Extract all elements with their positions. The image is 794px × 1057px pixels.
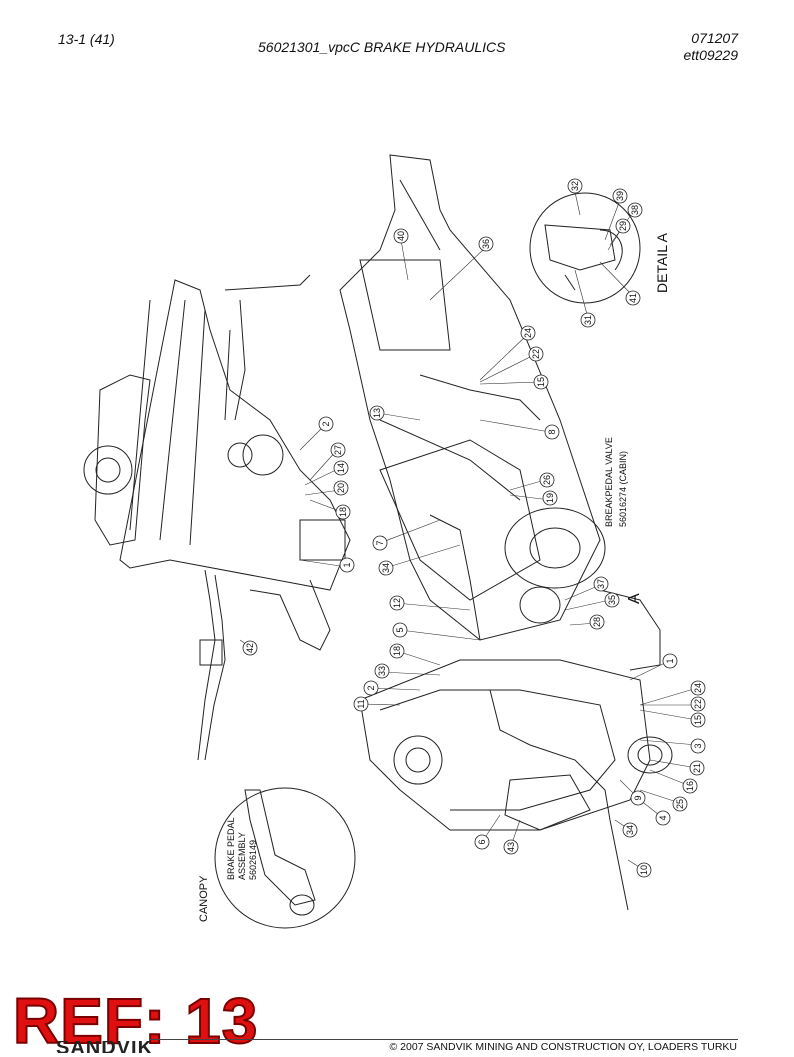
callout: 25	[675, 799, 685, 809]
centre-frame-inner	[379, 179, 521, 501]
callout: 18	[338, 507, 348, 517]
brake-pedal-assembly: ASSEMBLY	[237, 832, 247, 880]
callout: 21	[692, 763, 702, 773]
callout: 6	[477, 839, 487, 844]
callout: 11	[356, 699, 366, 708]
articulation-plate	[359, 259, 451, 351]
callout: 4	[658, 815, 668, 820]
callout: 26	[542, 475, 552, 485]
callout: 24	[523, 328, 533, 338]
rear-frame-outline	[359, 659, 651, 831]
callout: 1	[665, 658, 675, 663]
callout: 42	[245, 643, 255, 653]
callout: 2	[366, 685, 376, 690]
callout: 38	[630, 205, 640, 215]
callout: 29	[618, 221, 628, 231]
callout: 14	[336, 463, 346, 473]
callout: 10	[639, 865, 649, 875]
brand-logo: SANDVIK	[56, 1041, 154, 1053]
rear-hose	[489, 689, 629, 911]
callout: 40	[396, 231, 406, 241]
callout: 7	[375, 540, 385, 545]
centre-beam	[379, 439, 541, 601]
rear-frame-inner	[379, 689, 616, 811]
callout: 27	[333, 445, 343, 455]
front-bracket	[299, 519, 346, 561]
pedal-block	[199, 639, 223, 666]
callout: 20	[336, 483, 346, 493]
callout: 22	[531, 349, 541, 359]
callout: 16	[685, 781, 695, 791]
callout: 39	[615, 191, 625, 201]
callout: 34	[625, 825, 635, 835]
detail-a-circle	[529, 192, 641, 304]
callout: 37	[596, 579, 606, 589]
callout: 18	[392, 646, 402, 656]
callout: 22	[693, 699, 703, 709]
callout: 34	[381, 563, 391, 573]
callout: 1	[342, 562, 352, 567]
centre-hose	[419, 374, 541, 641]
drawing-code: ett09229	[683, 47, 739, 63]
centre-hub	[504, 507, 606, 589]
ref-banner: REF: 13	[12, 985, 259, 1057]
front-hub	[83, 445, 133, 495]
copyright: © 2007 SANDVIK MINING AND CONSTRUCTION O…	[389, 1041, 737, 1053]
callout: 32	[570, 181, 580, 191]
front-frame-inner	[129, 299, 206, 546]
callout: 15	[693, 715, 703, 725]
callout: 12	[392, 598, 402, 608]
callout: 36	[481, 239, 491, 249]
rear-hub	[393, 735, 443, 785]
breakpedal-valve-partno: 56016274 (CABIN)	[618, 451, 628, 527]
callout: 15	[536, 377, 546, 387]
canopy-pedal	[244, 789, 316, 906]
footer-divider	[150, 1039, 738, 1040]
callout: 9	[633, 795, 643, 800]
callout: 19	[545, 493, 555, 503]
callout: 13	[372, 408, 382, 418]
callout: 41	[628, 293, 638, 303]
callout: 35	[607, 595, 617, 605]
pedal-line-2	[204, 574, 226, 761]
date-code: 071207	[691, 30, 738, 46]
page-number: 13-1 (41)	[58, 31, 115, 47]
rear-pump	[504, 774, 591, 831]
callout: 2	[321, 421, 331, 426]
breakpedal-valve-label: BREAKPEDAL VALVE	[604, 437, 614, 527]
callout: 5	[395, 627, 405, 632]
callout: 33	[377, 666, 387, 676]
callout: 31	[583, 315, 593, 325]
callout: 43	[506, 842, 516, 852]
callout: 24	[693, 683, 703, 693]
front-axle-block	[94, 374, 151, 546]
brake-pedal-label: BRAKE PEDAL	[226, 817, 236, 880]
front-hose-run	[224, 274, 311, 421]
brake-pedal-partno: 56026149	[248, 840, 258, 880]
pedal-mount	[249, 579, 331, 651]
callout: 3	[693, 743, 703, 748]
canopy-label: CANOPY	[198, 875, 210, 922]
front-frame-outline	[119, 279, 351, 591]
detail-a-marker: A	[626, 593, 643, 604]
detail-a-label: DETAIL A	[654, 232, 670, 293]
canopy-detail-circle	[214, 787, 356, 929]
callout: 28	[592, 617, 602, 627]
rear-flange	[627, 736, 673, 774]
callout: 8	[547, 429, 557, 434]
document-title: 56021301_vpcC BRAKE HYDRAULICS	[258, 39, 506, 55]
